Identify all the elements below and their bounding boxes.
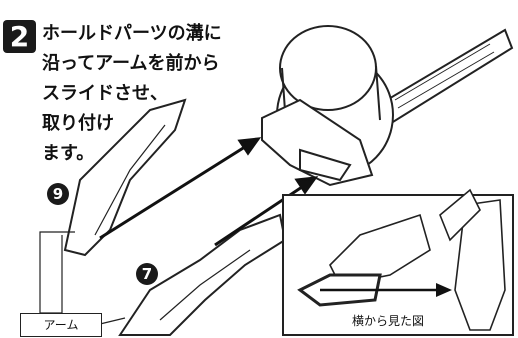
part-number-9-badge: 9 (47, 183, 69, 205)
instruction-line-4: 取り付け (42, 113, 114, 134)
instruction-line-3: スライドさせ、 (42, 83, 168, 104)
arm-part-9 (63, 98, 187, 257)
side-view-inset (282, 188, 514, 336)
instruction-line-2: 沿ってアームを前から (42, 53, 220, 74)
arm-label: アーム (20, 313, 102, 337)
instruction-text: ホールドパーツの溝に 沿ってアームを前から スライドさせ、 取り付け ます。 (42, 19, 242, 169)
side-view-caption: 横から見た図 (352, 314, 425, 328)
instruction-line-5: ます。 (42, 143, 95, 164)
hold-part-device (261, 25, 514, 187)
step-number-badge: 2 (3, 20, 36, 53)
instruction-line-1: ホールドパーツの溝に (42, 23, 222, 44)
part-number-7-badge: 7 (136, 263, 158, 285)
